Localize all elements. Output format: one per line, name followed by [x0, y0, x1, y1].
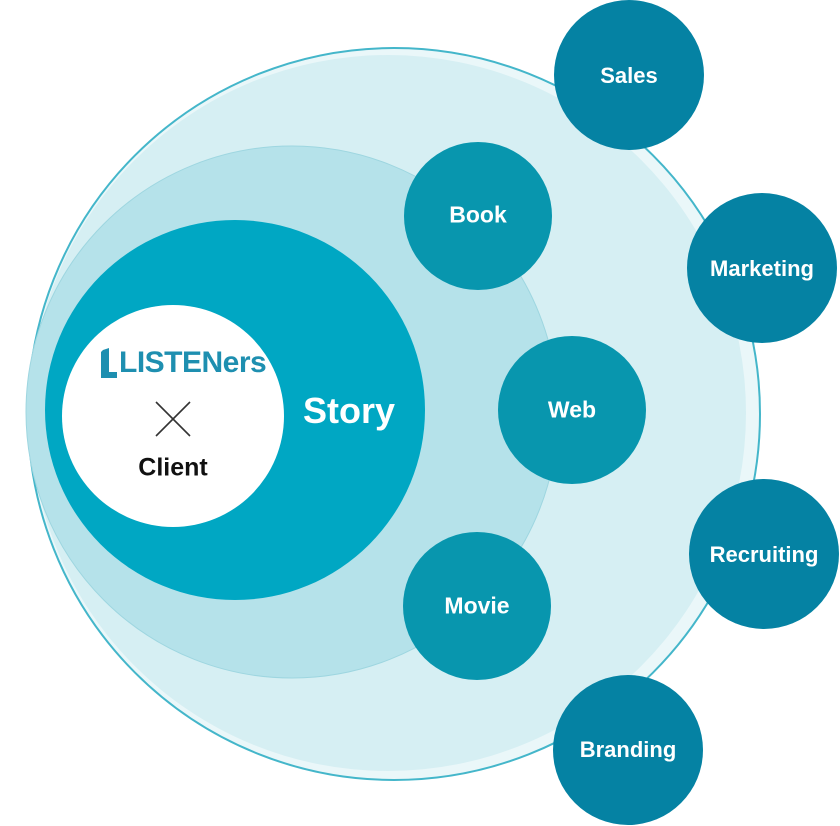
purpose-label-marketing: Marketing	[710, 256, 814, 281]
purpose-circle-branding	[553, 675, 703, 825]
media-circle-web	[498, 336, 646, 484]
purpose-circle-marketing	[687, 193, 837, 343]
media-label-book: Book	[449, 201, 507, 228]
listeners-logo: LISTENers	[101, 346, 267, 380]
media-circle-movie	[403, 532, 551, 680]
center-circle	[62, 305, 284, 527]
purpose-label-branding: Branding	[579, 737, 677, 762]
media-label-movie: Movie	[444, 592, 510, 619]
cross-icon	[155, 401, 191, 437]
purpose-label-recruiting: Recruiting	[709, 542, 819, 567]
story-label: Story	[302, 390, 396, 431]
media-circle-book	[404, 142, 552, 290]
purpose-label-sales: Sales	[600, 63, 658, 88]
media-label-web: Web	[547, 396, 597, 423]
logo-text: LISTENers	[119, 346, 267, 379]
client-label: Client	[138, 453, 208, 482]
logo-mark-icon	[101, 348, 117, 378]
purpose-circle-sales	[554, 0, 704, 150]
purpose-circle-recruiting	[689, 479, 839, 629]
